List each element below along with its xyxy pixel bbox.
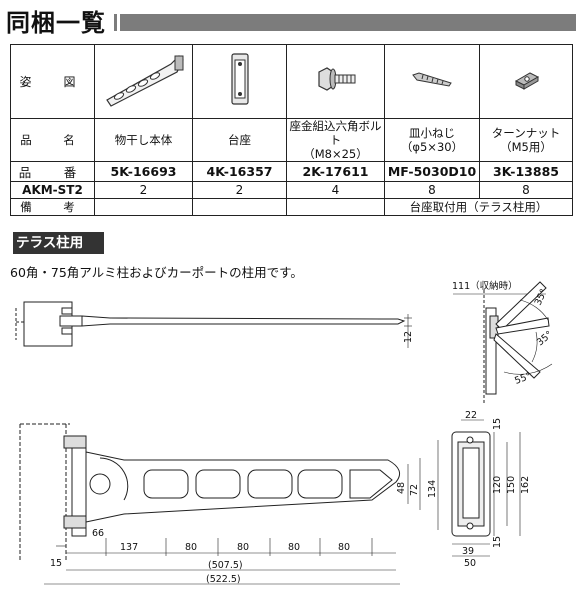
dim-angle3: 55°: [513, 371, 533, 387]
dim-stowed: 111（収納時）: [452, 280, 518, 292]
dim-66: 66: [92, 528, 104, 539]
dim-120: 120: [492, 476, 503, 494]
dim-80c: 80: [288, 542, 300, 553]
dim-150: 150: [506, 476, 517, 494]
dim-angle2: 35°: [535, 329, 555, 348]
dim-507: (507.5): [208, 560, 243, 571]
dim-22: 22: [465, 410, 477, 421]
dim-15: 15: [50, 558, 62, 569]
dim-80b: 80: [237, 542, 249, 553]
dim-522: (522.5): [206, 574, 241, 585]
dim-15bot: 15: [492, 536, 503, 548]
dim-80a: 80: [185, 542, 197, 553]
dim-48: 48: [396, 482, 407, 494]
dim-134: 134: [427, 480, 438, 498]
dim-80d: 80: [338, 542, 350, 553]
dim-137: 137: [120, 542, 138, 553]
top-view: [16, 302, 412, 348]
dim-50: 50: [464, 558, 476, 569]
dim-72: 72: [409, 484, 420, 496]
dim-162: 162: [520, 476, 531, 494]
dim-15top: 15: [492, 418, 503, 430]
dim-thickness: 12: [403, 331, 414, 343]
dim-39: 39: [462, 546, 474, 557]
